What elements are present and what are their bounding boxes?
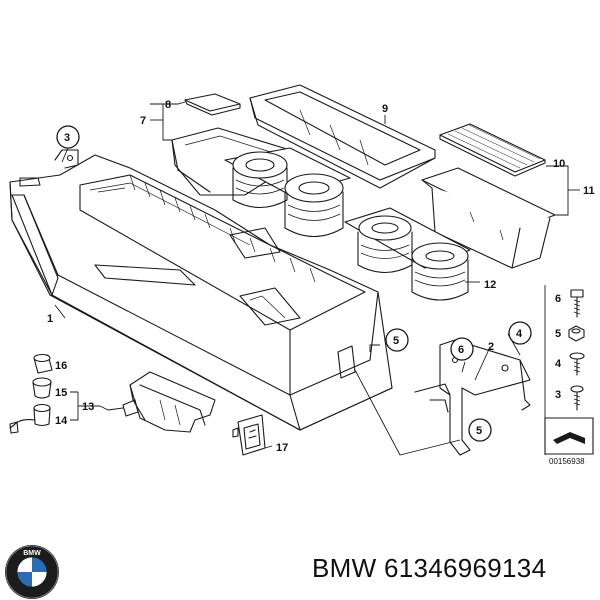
callout-3-circle	[56, 125, 80, 149]
legend-label-5: 5	[555, 328, 561, 340]
callout-15: 15	[55, 387, 67, 399]
callout-16: 16	[55, 360, 67, 372]
legend-nut-5-icon	[568, 325, 585, 342]
legend-label-3: 3	[555, 389, 561, 401]
part-16-plug	[33, 353, 53, 374]
callout-5b: 5	[476, 425, 482, 437]
legend-bolt-6-icon	[570, 289, 584, 318]
callout-7: 7	[140, 115, 146, 127]
callout-12: 12	[484, 279, 496, 291]
callout-4: 4	[516, 328, 523, 340]
callout-9: 9	[382, 103, 388, 115]
callout-6-circle	[450, 337, 474, 361]
part-number-label: BMW 61346969134	[312, 553, 547, 583]
part-2-mounting-bracket	[414, 339, 531, 456]
bmw-logo-text: BMW	[23, 550, 41, 557]
callout-5a-circle	[385, 328, 409, 352]
hardware-legend: 6 5 4 3 00156938	[544, 285, 594, 466]
callout-1: 1	[47, 313, 53, 325]
diagram-id: 00156938	[549, 457, 585, 466]
callout-3: 3	[64, 132, 70, 144]
callout-11: 11	[583, 185, 595, 197]
center-console-body	[9, 149, 393, 431]
part-10-rubber-mat	[439, 123, 546, 177]
part-15-socket-insert	[32, 377, 52, 399]
cup-holder-pair-upper	[224, 147, 351, 237]
callouts: 3 1 8 7 9 10 11 12 5 4 6 2 5 16 15 14 13…	[47, 99, 595, 454]
callout-4-circle	[508, 321, 532, 345]
callout-6: 6	[458, 344, 464, 356]
callout-13: 13	[82, 401, 94, 413]
legend-screw-4-icon	[569, 352, 585, 376]
callout-8: 8	[165, 99, 171, 111]
legend-label-6: 6	[555, 293, 561, 305]
part-9-console-tray	[249, 84, 436, 189]
part-8-insert-pad	[184, 93, 241, 116]
callout-5b-circle	[468, 418, 492, 442]
part-17-switch	[232, 414, 266, 456]
legend-screw-3-icon	[570, 385, 584, 411]
diagram-reference-icon	[544, 417, 594, 455]
part-12-cup-holder-pair	[344, 207, 471, 301]
bmw-logo: BMW	[5, 545, 59, 599]
part-14-cable-socket	[9, 403, 51, 434]
callout-10: 10	[553, 158, 565, 170]
legend-label-4: 4	[555, 358, 562, 370]
callout-5a: 5	[393, 335, 399, 347]
callout-14: 14	[55, 415, 68, 427]
part-13-socket-assembly	[107, 371, 216, 433]
callout-2: 2	[488, 341, 494, 353]
callout-17: 17	[276, 442, 288, 454]
